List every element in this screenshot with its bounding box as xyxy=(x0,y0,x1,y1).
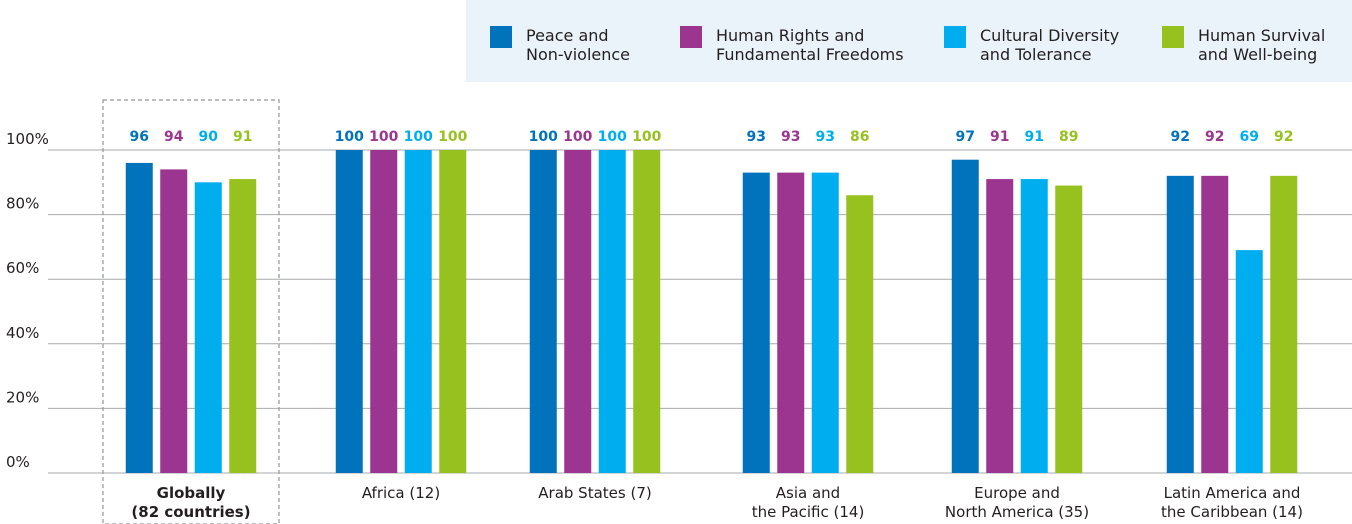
category-label-line: Europe and xyxy=(974,484,1060,502)
value-label-survival-4: 89 xyxy=(1059,129,1078,145)
legend-swatch-survival xyxy=(1162,26,1184,48)
legend-item-survival: Human Survival and Well-being xyxy=(1162,26,1325,64)
highlight-box xyxy=(102,99,280,524)
bar-survival-0 xyxy=(229,179,257,473)
y-tick-label-100: 100% xyxy=(6,130,49,148)
value-label-rights-3: 93 xyxy=(781,129,800,145)
bar-diversity-0 xyxy=(194,182,222,474)
value-label-peace-5: 92 xyxy=(1171,129,1190,145)
bar-rights-0 xyxy=(160,169,188,473)
category-label-line: the Caribbean (14) xyxy=(1161,503,1303,521)
bar-rights-3 xyxy=(777,172,805,474)
bar-peace-1 xyxy=(335,150,363,473)
legend-item-rights: Human Rights and Fundamental Freedoms xyxy=(680,26,904,64)
category-label-line: the Pacific (14) xyxy=(752,503,865,521)
value-label-survival-3: 86 xyxy=(850,129,869,145)
category-label-line: Africa (12) xyxy=(362,484,440,502)
value-label-peace-4: 97 xyxy=(956,129,975,145)
legend-swatch-rights xyxy=(680,26,702,48)
value-label-peace-1: 100 xyxy=(335,129,364,145)
bar-survival-2 xyxy=(633,150,661,473)
bar-rights-2 xyxy=(564,150,592,473)
legend-label-rights: Human Rights and Fundamental Freedoms xyxy=(716,26,904,64)
bar-peace-3 xyxy=(742,172,770,474)
bar-rights-1 xyxy=(370,150,398,473)
category-label-line: Asia and xyxy=(776,484,840,502)
value-label-survival-1: 100 xyxy=(438,129,467,145)
value-label-rights-0: 94 xyxy=(164,129,184,145)
bar-survival-1 xyxy=(439,150,467,473)
value-label-diversity-3: 93 xyxy=(816,129,835,145)
value-label-survival-2: 100 xyxy=(632,129,661,145)
value-label-diversity-5: 69 xyxy=(1240,129,1259,145)
category-label-line: Latin America and xyxy=(1164,484,1301,502)
bar-diversity-5 xyxy=(1235,250,1263,473)
value-label-diversity-0: 90 xyxy=(199,129,219,145)
category-label-line: Globally xyxy=(157,484,226,502)
y-tick-label-60: 60% xyxy=(6,259,39,277)
bar-peace-4 xyxy=(951,159,979,473)
value-label-survival-5: 92 xyxy=(1274,129,1293,145)
legend-label-survival: Human Survival and Well-being xyxy=(1198,26,1326,64)
legend: Peace and Non-violence Human Rights and … xyxy=(466,0,1352,82)
bar-diversity-4 xyxy=(1020,179,1048,473)
bar-survival-4 xyxy=(1055,185,1083,473)
value-label-rights-1: 100 xyxy=(369,129,398,145)
bar-survival-5 xyxy=(1270,175,1298,473)
category-label-1: Africa (12) xyxy=(362,484,440,502)
bar-peace-0 xyxy=(125,162,153,474)
value-label-rights-2: 100 xyxy=(563,129,592,145)
bar-diversity-3 xyxy=(811,172,839,474)
value-label-rights-5: 92 xyxy=(1205,129,1224,145)
value-label-diversity-1: 100 xyxy=(404,129,433,145)
bar-survival-3 xyxy=(846,195,874,473)
bar-peace-2 xyxy=(529,150,557,473)
bar-rights-4 xyxy=(986,179,1014,473)
legend-label-diversity: Cultural Diversity and Tolerance xyxy=(980,26,1120,64)
legend-swatch-peace xyxy=(490,26,512,48)
value-label-rights-4: 91 xyxy=(990,129,1009,145)
legend-item-diversity: Cultural Diversity and Tolerance xyxy=(944,26,1119,64)
value-label-peace-3: 93 xyxy=(747,129,766,145)
legend-swatch-diversity xyxy=(944,26,966,48)
value-label-survival-0: 91 xyxy=(233,129,252,145)
y-tick-label-20: 20% xyxy=(6,388,39,406)
value-label-diversity-4: 91 xyxy=(1025,129,1044,145)
value-label-peace-2: 100 xyxy=(529,129,558,145)
category-label-line: North America (35) xyxy=(945,503,1089,521)
value-label-diversity-2: 100 xyxy=(598,129,627,145)
bar-rights-5 xyxy=(1201,175,1229,473)
y-tick-label-40: 40% xyxy=(6,324,39,342)
y-tick-label-0: 0% xyxy=(6,453,30,471)
bar-diversity-1 xyxy=(404,150,432,473)
category-label-2: Arab States (7) xyxy=(538,484,651,502)
bar-peace-5 xyxy=(1166,175,1194,473)
y-tick-label-80: 80% xyxy=(6,195,39,213)
category-label-0: Globally(82 countries) xyxy=(131,484,250,521)
legend-label-peace: Peace and Non-violence xyxy=(526,26,631,64)
category-label-line: (82 countries) xyxy=(131,503,250,521)
value-label-peace-0: 96 xyxy=(130,129,149,145)
legend-item-peace: Peace and Non-violence xyxy=(490,26,630,64)
category-label-line: Arab States (7) xyxy=(538,484,651,502)
bar-diversity-2 xyxy=(598,150,626,473)
